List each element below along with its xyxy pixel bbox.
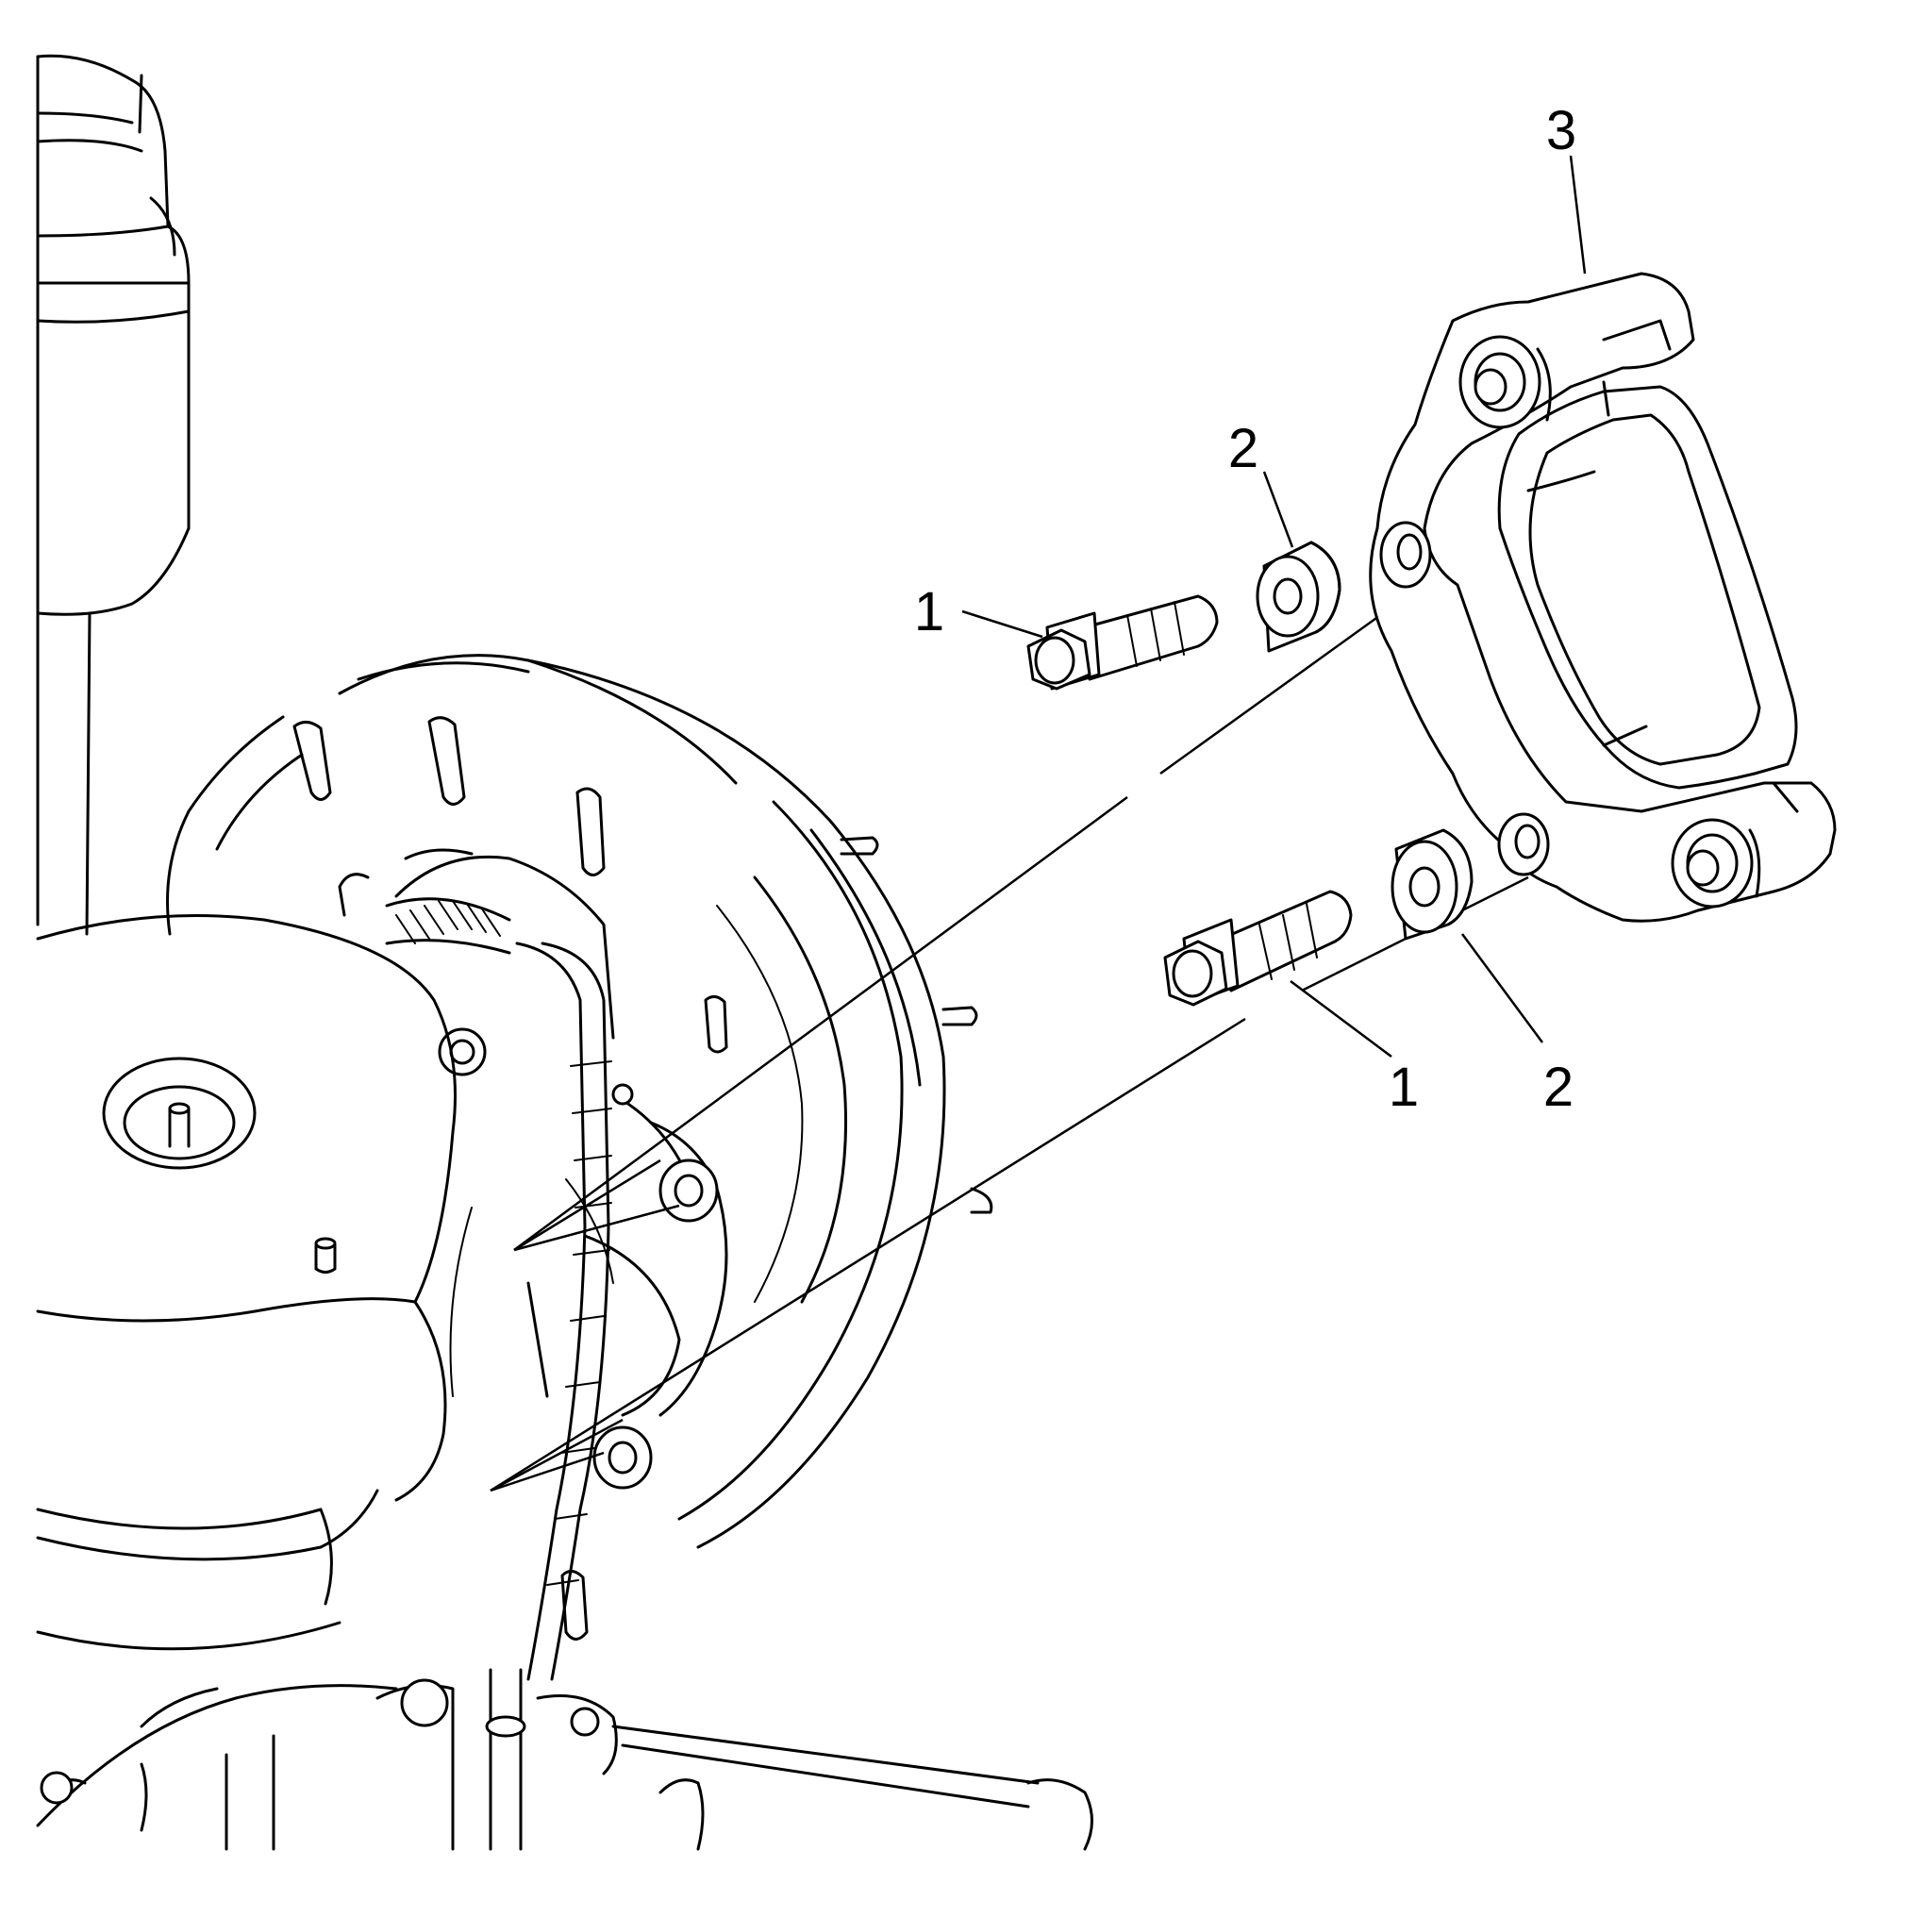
callout-bracket: 3	[1546, 100, 1576, 161]
caliper-bracket	[1369, 272, 1837, 923]
parking-brake-cable	[485, 942, 612, 1851]
bolt-lower	[1163, 890, 1353, 1007]
callout-bolt-lower: 1	[1389, 1057, 1419, 1118]
bushing-upper	[1256, 541, 1341, 653]
callout-bushing-upper: 2	[1228, 418, 1258, 479]
bolt-upper	[1026, 594, 1219, 691]
assembly-guide-lines	[490, 602, 1529, 1492]
callout-bolt-upper: 1	[914, 581, 944, 642]
strut-assembly	[36, 54, 191, 936]
callout-leaders	[961, 155, 1587, 1059]
callout-bushing-lower: 2	[1543, 1057, 1574, 1118]
steering-knuckle	[338, 848, 719, 1490]
brake-rotor	[166, 654, 993, 1641]
axle-hub-cover	[36, 914, 457, 1651]
bushing-lower	[1391, 828, 1474, 941]
lower-control-arm	[36, 1678, 1093, 1851]
